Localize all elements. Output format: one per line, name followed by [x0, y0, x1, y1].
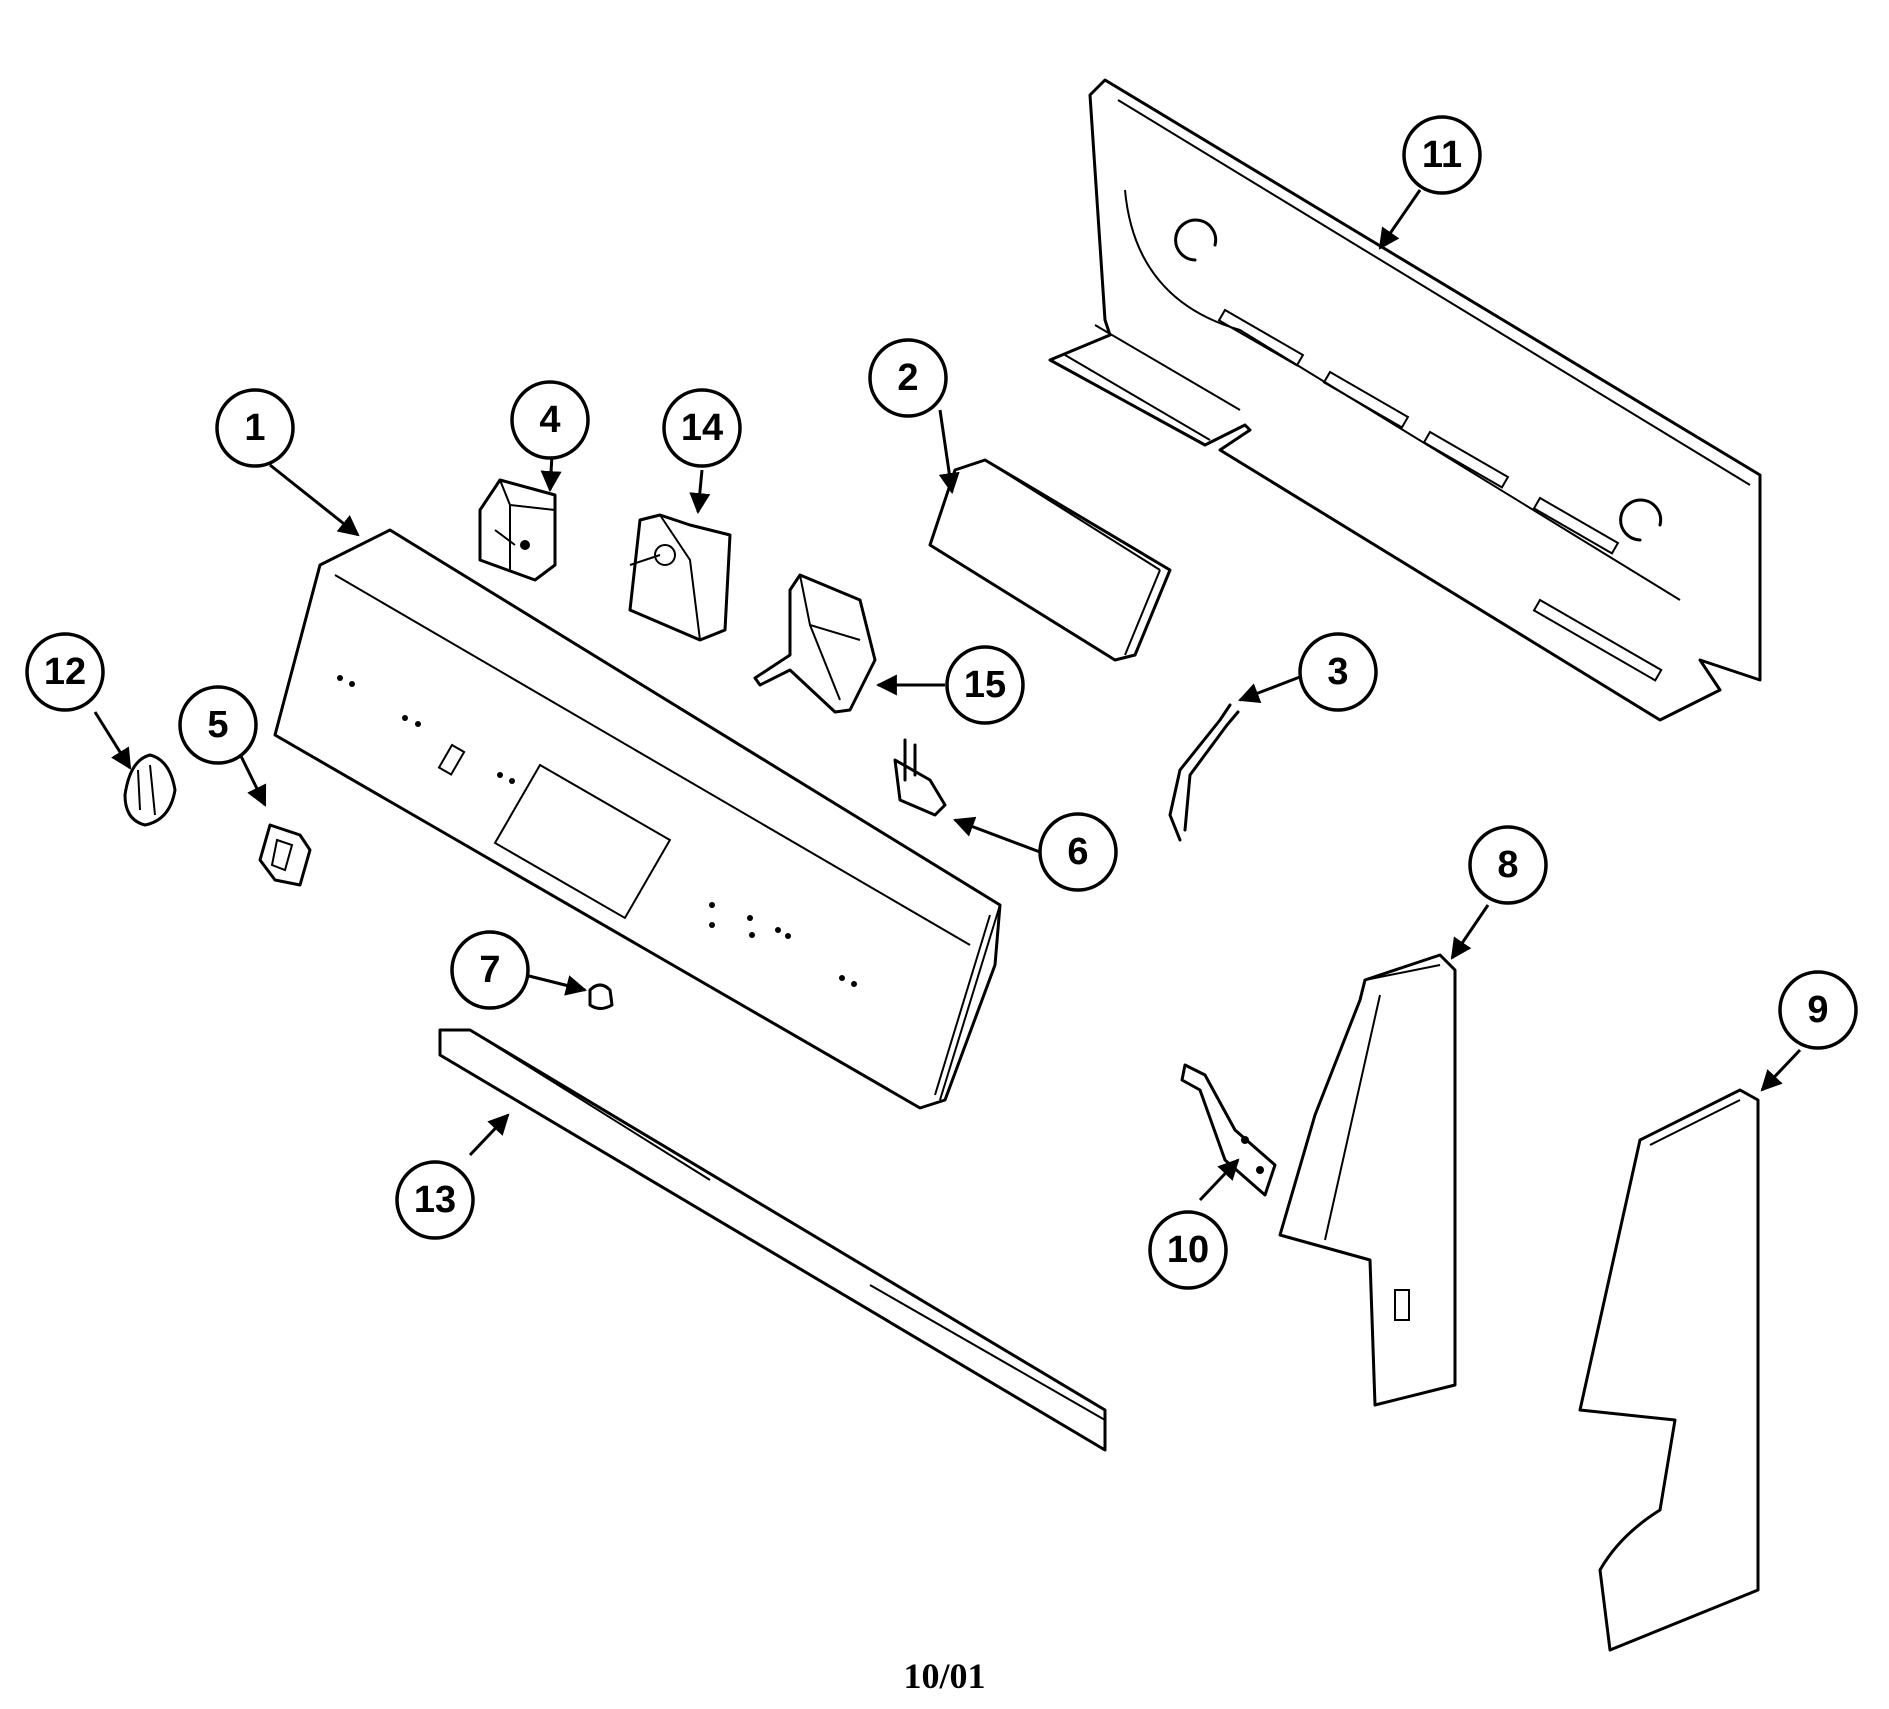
- callout-4-label: 4: [539, 399, 560, 441]
- leader-lines: [93, 189, 1802, 1202]
- callout-11-label: 11: [1422, 134, 1462, 176]
- leader-7: [524, 973, 588, 996]
- trim-strip: [438, 1028, 1107, 1452]
- rocker-switch: [258, 823, 312, 887]
- revision-date: 10/01: [903, 1656, 986, 1696]
- leader-6: [953, 816, 1041, 854]
- leader-8: [1450, 904, 1490, 960]
- wire-bracket: [1168, 703, 1240, 842]
- leader-1: [269, 463, 360, 537]
- callout-1: 1: [215, 388, 295, 468]
- leader-4: [540, 454, 562, 493]
- callout-14: 14: [662, 388, 742, 468]
- callout-2: 2: [868, 338, 948, 418]
- callout-9: 9: [1778, 970, 1858, 1050]
- infinite-switch: [628, 513, 732, 642]
- callout-7: 7: [450, 930, 530, 1010]
- callout-4: 4: [510, 380, 590, 460]
- callout-2-label: 2: [897, 357, 918, 399]
- plug-button: [588, 983, 614, 1010]
- control-knob: [123, 753, 177, 827]
- leader-13: [468, 1113, 510, 1157]
- rear-back-panel: [1048, 78, 1762, 722]
- callout-10-label: 10: [1167, 1229, 1209, 1271]
- callout-15-label: 15: [964, 664, 1006, 706]
- callout-11: 11: [1402, 115, 1482, 195]
- callout-7-label: 7: [479, 949, 500, 991]
- leader-11: [1378, 189, 1422, 250]
- callout-8: 8: [1468, 825, 1548, 905]
- callout-12: 12: [25, 632, 105, 712]
- thermostat: [753, 573, 877, 714]
- leader-14: [689, 469, 711, 515]
- leader-5: [236, 749, 267, 807]
- callout-5-label: 5: [207, 704, 228, 746]
- leader-12: [93, 711, 132, 770]
- left-side-panel: [1278, 953, 1457, 1407]
- callout-3: 3: [1298, 632, 1378, 712]
- callout-3-label: 3: [1327, 651, 1348, 693]
- terminal-clip: [893, 738, 947, 817]
- electronic-clock: [928, 458, 1172, 662]
- callout-1-label: 1: [244, 407, 265, 449]
- leader-9: [1760, 1048, 1802, 1092]
- callout-13-label: 13: [414, 1179, 456, 1221]
- callout-9-label: 9: [1807, 989, 1828, 1031]
- callout-6: 6: [1038, 812, 1118, 892]
- right-side-panel: [1578, 1088, 1760, 1652]
- callout-10: 10: [1148, 1210, 1228, 1290]
- mounting-bracket: [1180, 1063, 1277, 1197]
- leader-3: [1238, 673, 1306, 704]
- callout-5: 5: [178, 685, 258, 765]
- control-panel: [273, 528, 1002, 1110]
- leader-2: [938, 409, 960, 495]
- callout-12-label: 12: [44, 651, 86, 693]
- callout-8-label: 8: [1497, 844, 1518, 886]
- callout-6-label: 6: [1067, 831, 1088, 873]
- callout-13: 13: [395, 1160, 475, 1240]
- callout-14-label: 14: [681, 407, 723, 449]
- rotary-switch: [478, 478, 557, 582]
- leader-10: [1198, 1158, 1240, 1202]
- callout-15: 15: [945, 645, 1025, 725]
